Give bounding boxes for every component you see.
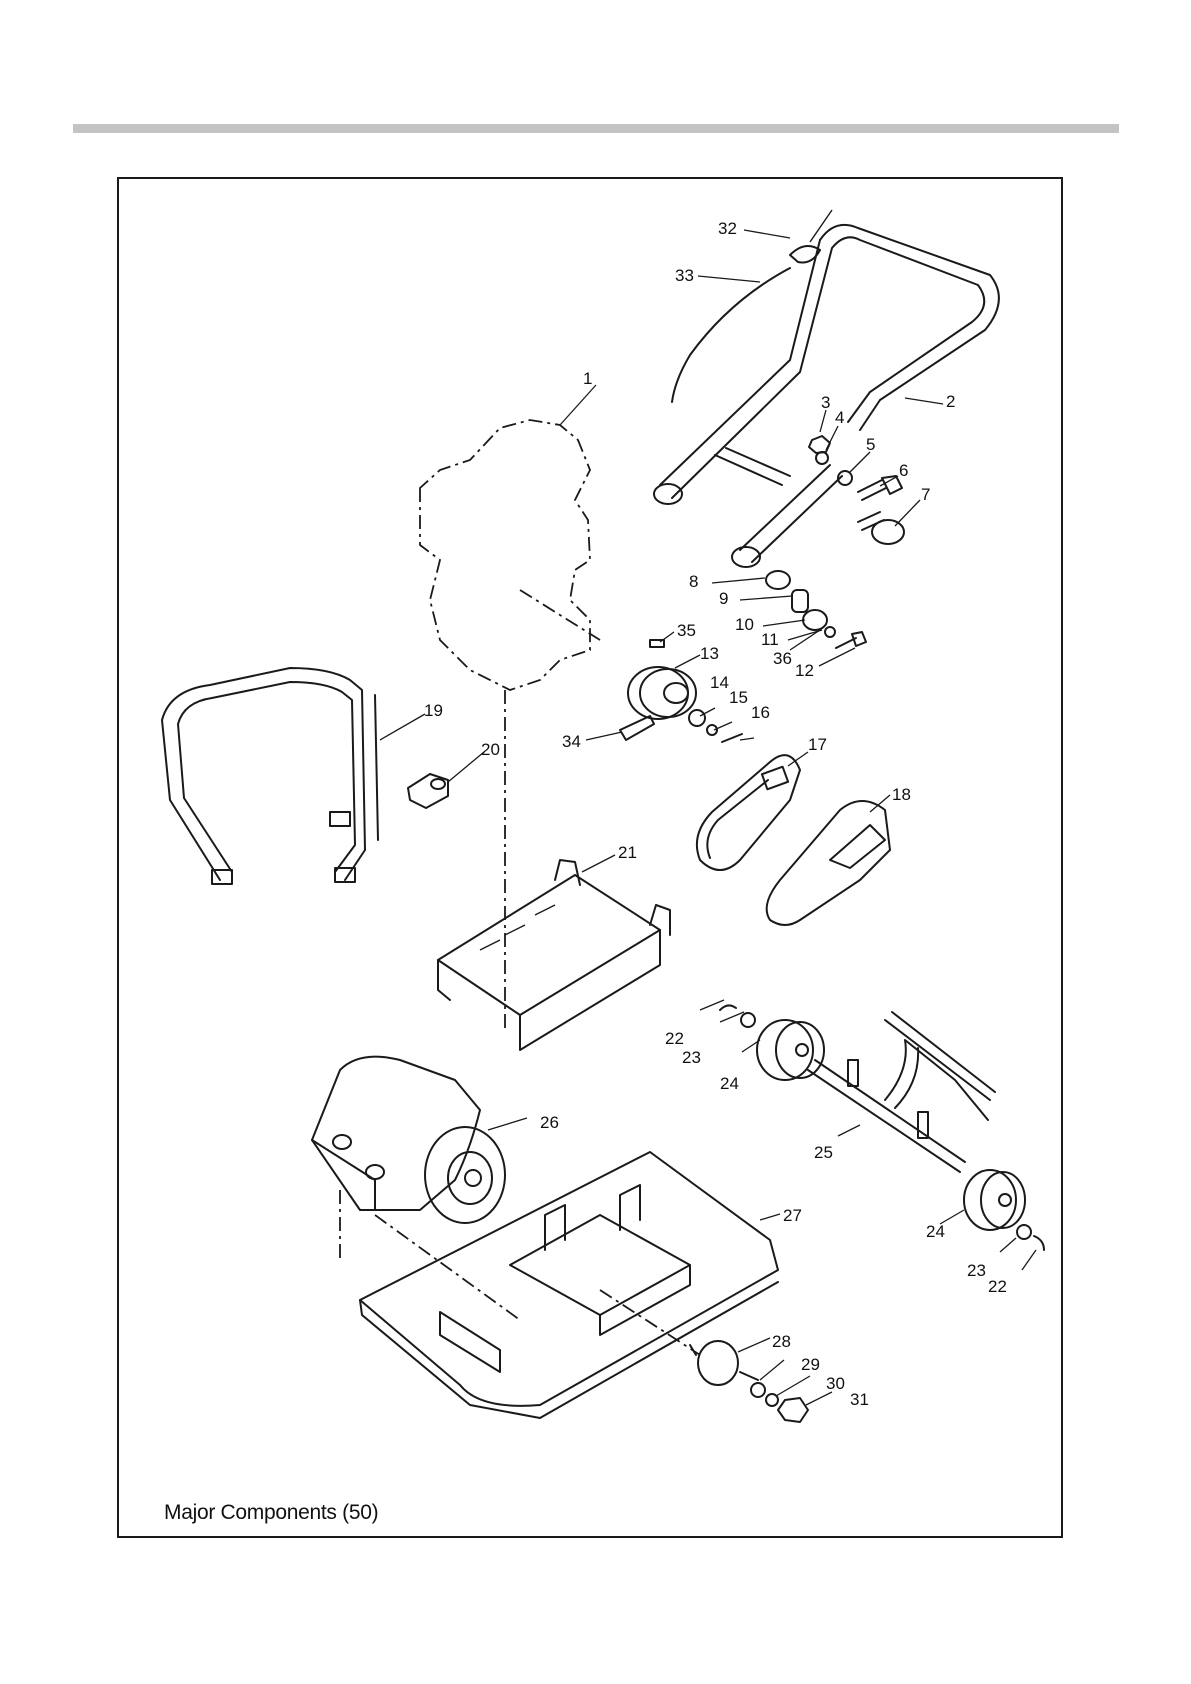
shock-mount-hardware bbox=[690, 1341, 808, 1422]
belt-cover bbox=[767, 801, 890, 925]
callout-7: 7 bbox=[921, 485, 930, 504]
callout-30: 30 bbox=[826, 1374, 845, 1393]
guard-bar bbox=[162, 668, 378, 884]
callout-36: 36 bbox=[773, 649, 792, 668]
compaction-plate bbox=[340, 1152, 778, 1418]
axle-assembly bbox=[720, 1005, 1044, 1250]
belt-guard-plate bbox=[697, 755, 800, 870]
callout-25: 25 bbox=[814, 1143, 833, 1162]
part-callouts: 1 2 3 4 5 6 7 8 9 10 11 12 13 14 15 16 1… bbox=[424, 219, 1007, 1409]
callout-20: 20 bbox=[481, 740, 500, 759]
callout-22b: 22 bbox=[988, 1277, 1007, 1296]
callout-24: 24 bbox=[720, 1074, 739, 1093]
throttle-cable bbox=[672, 268, 790, 402]
callout-28: 28 bbox=[772, 1332, 791, 1351]
callout-21: 21 bbox=[618, 843, 637, 862]
callout-34: 34 bbox=[562, 732, 581, 751]
callout-8: 8 bbox=[689, 572, 698, 591]
callout-4: 4 bbox=[835, 408, 844, 427]
callout-1: 1 bbox=[583, 369, 592, 388]
callout-24b: 24 bbox=[926, 1222, 945, 1241]
callout-11: 11 bbox=[761, 630, 779, 649]
callout-14: 14 bbox=[710, 673, 729, 692]
callout-32: 32 bbox=[718, 219, 737, 238]
callout-29: 29 bbox=[801, 1355, 820, 1374]
pivot-hardware bbox=[766, 571, 866, 648]
figure-caption: Major Components (50) bbox=[164, 1501, 378, 1525]
mount-bracket bbox=[408, 774, 448, 808]
callout-18: 18 bbox=[892, 785, 911, 804]
throttle-lever bbox=[790, 210, 832, 263]
engine-base bbox=[438, 860, 670, 1050]
callout-27: 27 bbox=[783, 1206, 802, 1225]
callout-33: 33 bbox=[675, 266, 694, 285]
callout-35: 35 bbox=[677, 621, 696, 640]
callout-2: 2 bbox=[946, 392, 955, 411]
exciter-unit bbox=[312, 1057, 505, 1223]
callout-5: 5 bbox=[866, 435, 875, 454]
callout-13: 13 bbox=[700, 644, 719, 663]
callout-26: 26 bbox=[540, 1113, 559, 1132]
engine-phantom bbox=[420, 420, 600, 1030]
callout-31: 31 bbox=[850, 1390, 869, 1409]
callout-17: 17 bbox=[808, 735, 827, 754]
callout-22: 22 bbox=[665, 1029, 684, 1048]
callout-12: 12 bbox=[795, 661, 814, 680]
callout-19: 19 bbox=[424, 701, 443, 720]
callout-15: 15 bbox=[729, 688, 748, 707]
callout-9: 9 bbox=[719, 589, 728, 608]
callout-23b: 23 bbox=[967, 1261, 986, 1280]
callout-3: 3 bbox=[821, 393, 830, 412]
callout-6: 6 bbox=[899, 461, 908, 480]
callout-10: 10 bbox=[735, 615, 754, 634]
callout-23: 23 bbox=[682, 1048, 701, 1067]
handle-hardware bbox=[809, 436, 904, 544]
callout-16: 16 bbox=[751, 703, 770, 722]
